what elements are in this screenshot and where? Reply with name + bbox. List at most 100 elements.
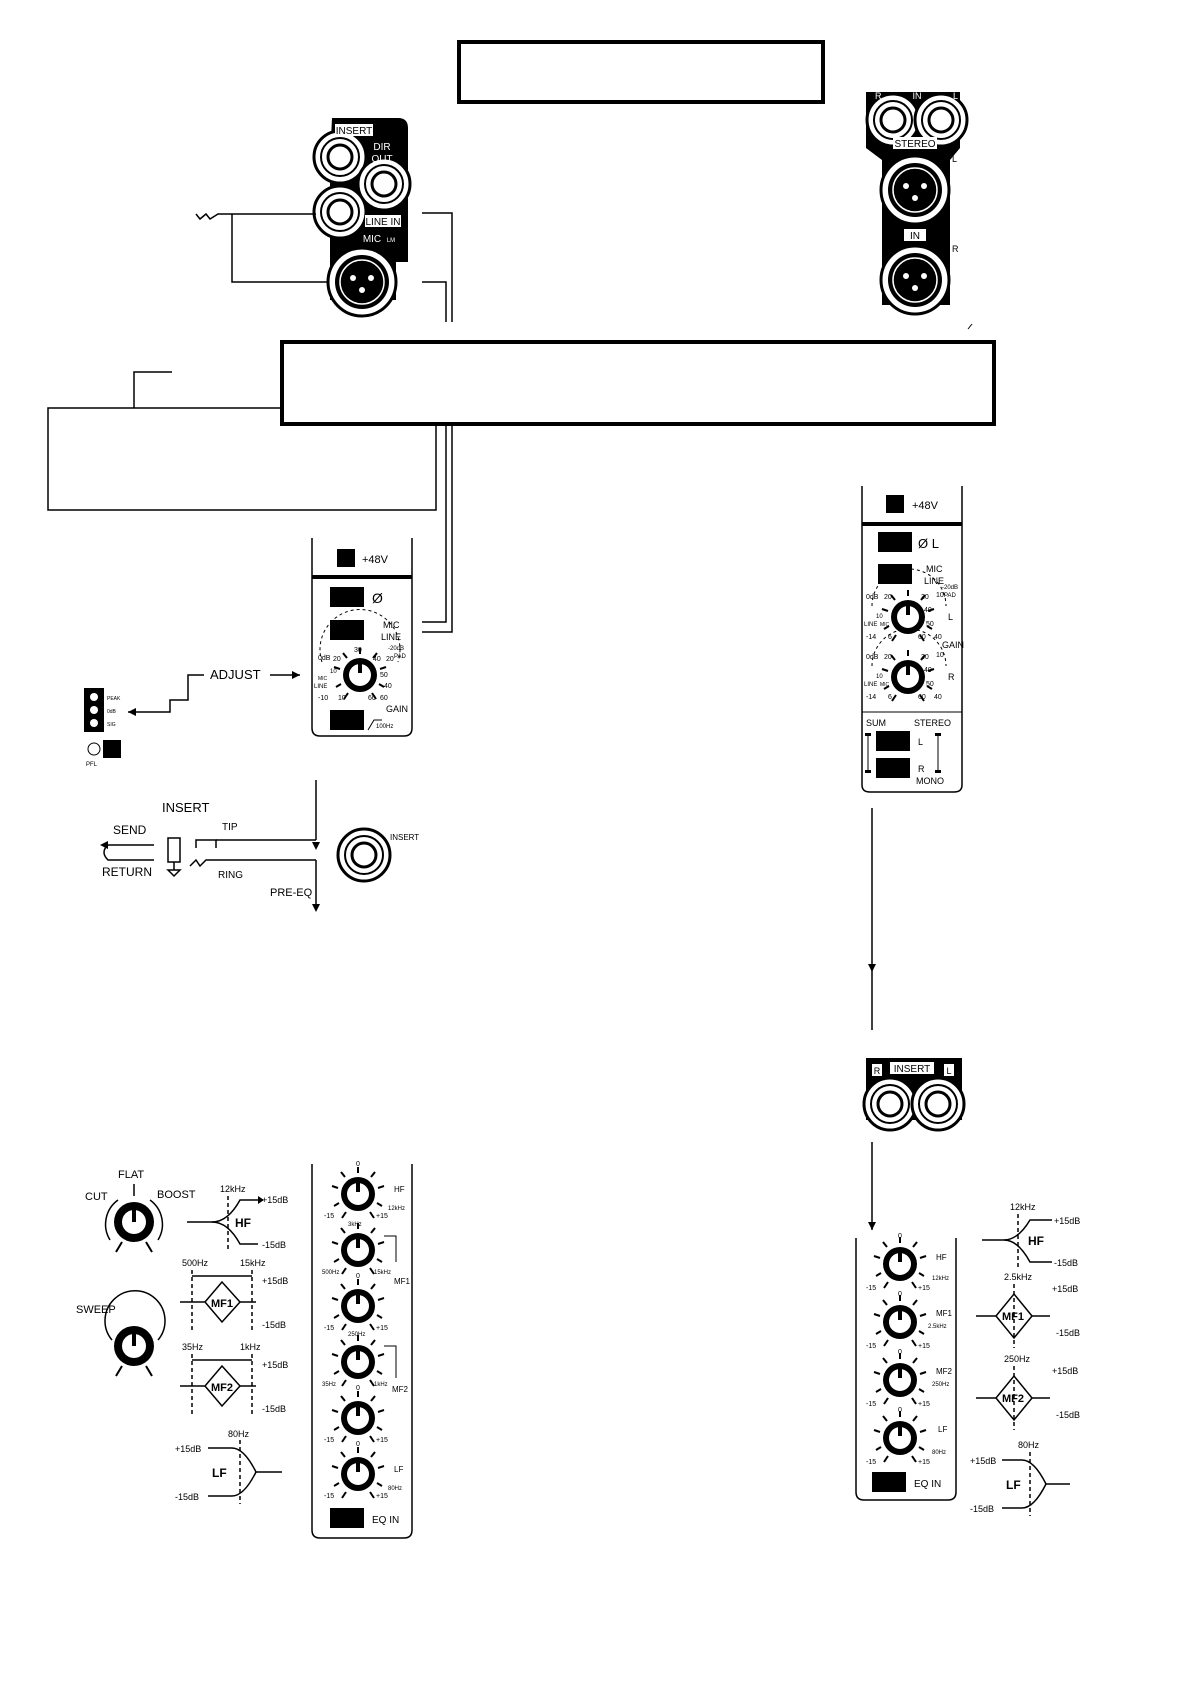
ring-label: RING — [218, 870, 243, 881]
hf-plus-label: +15dB — [262, 1195, 288, 1205]
mf2-plus-label: +15dB — [262, 1360, 288, 1370]
cut-label: CUT — [85, 1191, 108, 1203]
stereo-hf-freq: 12kHz — [932, 1276, 949, 1282]
stereo-eq-in-switch[interactable] — [872, 1472, 906, 1492]
hf-minus-label: -15dB — [262, 1240, 286, 1250]
mf1-gain-knob-icon[interactable] — [330, 1277, 386, 1332]
hf-gain-knob-icon[interactable] — [330, 1165, 386, 1220]
stereo-jack-label: STEREO — [894, 139, 935, 150]
return-label: RETURN — [102, 865, 152, 879]
insert-signal-diagram: INSERT SEND RETURN TIP RING PRE-EQ INSER… — [100, 780, 419, 912]
lf-p15-label: +15 — [376, 1493, 388, 1500]
stereo-hf-knob-icon[interactable] — [872, 1235, 928, 1290]
gain-scale-50: 50 — [380, 672, 388, 679]
stereo-mf1-label: MF1 — [936, 1309, 953, 1318]
stereo-mf2-label: MF2 — [936, 1367, 953, 1376]
stereo-phase-switch[interactable] — [878, 532, 912, 552]
mono-wiring — [47, 212, 453, 633]
stereo-l-scale-neg14: -14 — [866, 634, 876, 641]
hpf-switch[interactable] — [330, 710, 364, 730]
mf1-legend-label: MF1 — [211, 1298, 233, 1310]
mono-jack-panel: INSERT DIR OUT LINE IN MIC LM — [312, 118, 412, 318]
stereo-mic-line-switch[interactable] — [878, 564, 912, 584]
stereo-eq-legend: 12kHz HF +15dB -15dB 2.5kHz MF1 +15dB -1… — [970, 1202, 1080, 1516]
hf-strip-label: HF — [394, 1185, 405, 1194]
stereo-l-scale-line: LINE — [864, 622, 877, 628]
line-in-label: LINE IN — [365, 217, 400, 228]
stereo-mf2-legend-minus: -15dB — [1056, 1410, 1080, 1420]
mf1-minus-label: -15dB — [262, 1320, 286, 1330]
hf-m15-label: -15 — [324, 1213, 334, 1220]
stereo-mf2-legend-freq: 250Hz — [1004, 1354, 1031, 1364]
stereo-insert-panel: INSERT R L — [862, 1058, 966, 1132]
gain-scale-60b: 60 — [380, 695, 388, 702]
stereo-hf-p15: +15 — [918, 1285, 930, 1292]
lf-gain-knob-icon[interactable] — [330, 1445, 386, 1500]
line-in-jack-icon — [312, 184, 368, 240]
stereo-eq-strip: 0 -15 +15 HF 12kHz 0 -15 +15 MF1 2.5kHz … — [855, 1233, 957, 1501]
stereo-l-mode-switch[interactable] — [876, 731, 910, 751]
stereo-l-scale-40b: 40 — [924, 607, 932, 614]
mf1-freq-knob-icon[interactable] — [330, 1221, 386, 1276]
stereo-mf1-freq: 2.5kHz — [928, 1324, 947, 1330]
stereo-preamp-strip: +48V Ø L MIC LINE -20dB PAD 0dB 20 30 10… — [861, 486, 964, 793]
gain-label: GAIN — [386, 704, 408, 714]
lf-plus-label: +15dB — [175, 1444, 201, 1454]
tip-label: TIP — [222, 822, 238, 833]
gain-scale-mic: MIC — [318, 676, 328, 682]
stereo-eq-in-label: EQ IN — [914, 1479, 941, 1490]
gain-scale-20b: 20 — [386, 656, 394, 663]
insert-jack-icon-2 — [336, 827, 392, 883]
mf1-strip-label: MF1 — [394, 1277, 411, 1286]
phase-switch[interactable] — [330, 587, 364, 607]
flat-label: FLAT — [118, 1169, 144, 1181]
eq-in-switch[interactable] — [330, 1508, 364, 1528]
mf1-strip-hi: 15kHz — [374, 1270, 391, 1276]
stereo-r-scale-20: 20 — [884, 654, 892, 661]
stereo-lf-legend-plus: +15dB — [970, 1456, 996, 1466]
stereo-mode-label: STEREO — [914, 718, 951, 728]
stereo-lf-knob-icon[interactable] — [872, 1409, 928, 1464]
send-label: SEND — [113, 823, 147, 837]
hf-p15-label: +15 — [376, 1213, 388, 1220]
pfl-label: PFL — [86, 762, 98, 768]
stereo-phantom-switch[interactable] — [886, 495, 904, 513]
mf1-p15-label: +15 — [376, 1325, 388, 1332]
stereo-mf2-p15: +15 — [918, 1401, 930, 1408]
stereo-r-mode-switch[interactable] — [876, 758, 910, 778]
mf1-strip-lo: 500Hz — [322, 1270, 339, 1276]
0db-led — [90, 706, 98, 714]
lf-m15-label: -15 — [324, 1493, 334, 1500]
stereo-insert-r-jack-icon — [862, 1076, 918, 1132]
stereo-mf2-m15: -15 — [866, 1401, 876, 1408]
stereo-mf1-legend-plus: +15dB — [1052, 1284, 1078, 1294]
stereo-l-scale-20: 20 — [884, 594, 892, 601]
pad-label-2: PAD — [394, 654, 407, 660]
stereo-mf2-knob-icon[interactable] — [872, 1351, 928, 1406]
mono-eq-legend: FLAT CUT BOOST SWEEP 12kHz HF +15dB — [76, 1169, 288, 1504]
gain-scale-40: 40 — [373, 656, 381, 663]
stereo-lf-zero: 0 — [898, 1407, 902, 1414]
stereo-mf1-knob-icon[interactable] — [872, 1293, 928, 1348]
mf2-strip-center: 250Hz — [348, 1332, 365, 1338]
pfl-button[interactable] — [103, 740, 121, 758]
phantom-switch[interactable] — [337, 549, 355, 567]
lf-minus-label: -15dB — [175, 1492, 199, 1502]
stereo-insert-l-label: L — [946, 1066, 951, 1076]
stereo-r-scale-0db: 0dB — [866, 654, 879, 661]
sweep-label: SWEEP — [76, 1304, 116, 1316]
cut-boost-knob-icon — [114, 1202, 154, 1253]
eq-in-label: EQ IN — [372, 1515, 399, 1526]
stereo-hf-label: HF — [936, 1253, 947, 1262]
mf2-freq-knob-icon[interactable] — [330, 1333, 386, 1388]
gain-scale-0db: 0dB — [318, 655, 331, 662]
stereo-hf-zero: 0 — [898, 1233, 902, 1240]
stereo-jack-panel: R IN L STEREO L IN R — [865, 91, 969, 316]
mf2-gain-knob-icon[interactable] — [330, 1389, 386, 1444]
mf1-hi-label: 15kHz — [240, 1258, 266, 1268]
stereo-l-scale-30: 30 — [921, 594, 929, 601]
phantom-label: +48V — [362, 554, 389, 566]
mf2-strip-hi: 1kHz — [374, 1382, 388, 1388]
mic-line-switch[interactable] — [330, 620, 364, 640]
